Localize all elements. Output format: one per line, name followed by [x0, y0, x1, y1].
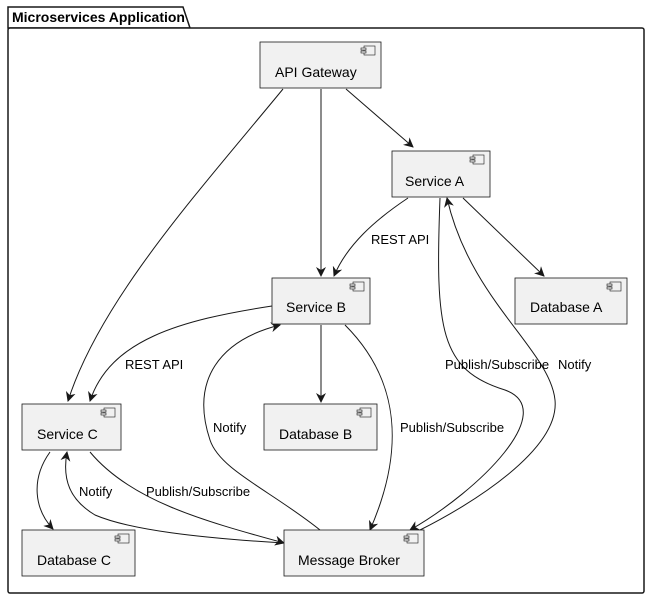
component-icon	[360, 45, 376, 56]
edge-gateway-to-service-a	[345, 88, 414, 148]
label-service-b-to-message-broker: Publish/Subscribe	[400, 420, 504, 435]
edge-service-a-to-database-a	[462, 197, 545, 277]
component-icon	[606, 281, 622, 292]
component-message-broker[interactable]: Message Broker	[283, 529, 425, 577]
component-label: Database B	[279, 426, 352, 442]
component-label: Service A	[405, 173, 465, 189]
component-label: Database C	[37, 552, 111, 568]
edge-gateway-to-service-c	[65, 88, 284, 402]
edge-service-b-to-message-broker	[344, 324, 393, 531]
edge-service-a-to-message-broker	[409, 197, 524, 531]
component-icon	[114, 533, 130, 544]
component-label: Message Broker	[298, 552, 400, 568]
label-message-broker-to-service-c: Notify	[79, 484, 113, 499]
component-service-c[interactable]: Service C	[21, 403, 122, 451]
component-database-b[interactable]: Database B	[263, 403, 378, 451]
edge-service-a-to-service-b	[332, 197, 409, 277]
component-label: Database A	[530, 299, 603, 315]
component-label: API Gateway	[275, 64, 357, 80]
component-icon	[349, 281, 365, 292]
component-icon	[403, 533, 419, 544]
label-service-a-to-service-b: REST API	[371, 232, 429, 247]
component-label: Service B	[286, 299, 346, 315]
edge-service-c-to-database-c	[36, 451, 54, 530]
edge-service-c-to-message-broker	[89, 451, 285, 546]
edges	[36, 88, 556, 546]
edge-message-broker-to-service-a	[419, 197, 556, 531]
edge-service-b-to-service-c	[88, 305, 273, 402]
edge-message-broker-to-service-b	[203, 322, 321, 531]
label-message-broker-to-service-a: Notify	[558, 357, 592, 372]
label-service-c-to-message-broker: Publish/Subscribe	[146, 484, 250, 499]
label-service-b-to-service-c: REST API	[125, 357, 183, 372]
component-service-a[interactable]: Service A	[391, 150, 491, 198]
component-database-c[interactable]: Database C	[21, 529, 136, 577]
component-database-a[interactable]: Database A	[514, 277, 628, 325]
component-icon	[356, 407, 372, 418]
edge-message-broker-to-service-c	[60, 451, 285, 544]
package-title: Microservices Application	[12, 9, 185, 25]
component-icon	[100, 407, 116, 418]
label-message-broker-to-service-b: Notify	[213, 420, 247, 435]
component-label: Service C	[37, 426, 98, 442]
component-api-gateway[interactable]: API Gateway	[259, 41, 382, 89]
component-icon	[469, 154, 485, 165]
component-service-b[interactable]: Service B	[271, 277, 371, 325]
edge-labels: REST API Publish/Subscribe Notify REST A…	[79, 232, 592, 499]
label-service-a-to-message-broker: Publish/Subscribe	[445, 357, 549, 372]
